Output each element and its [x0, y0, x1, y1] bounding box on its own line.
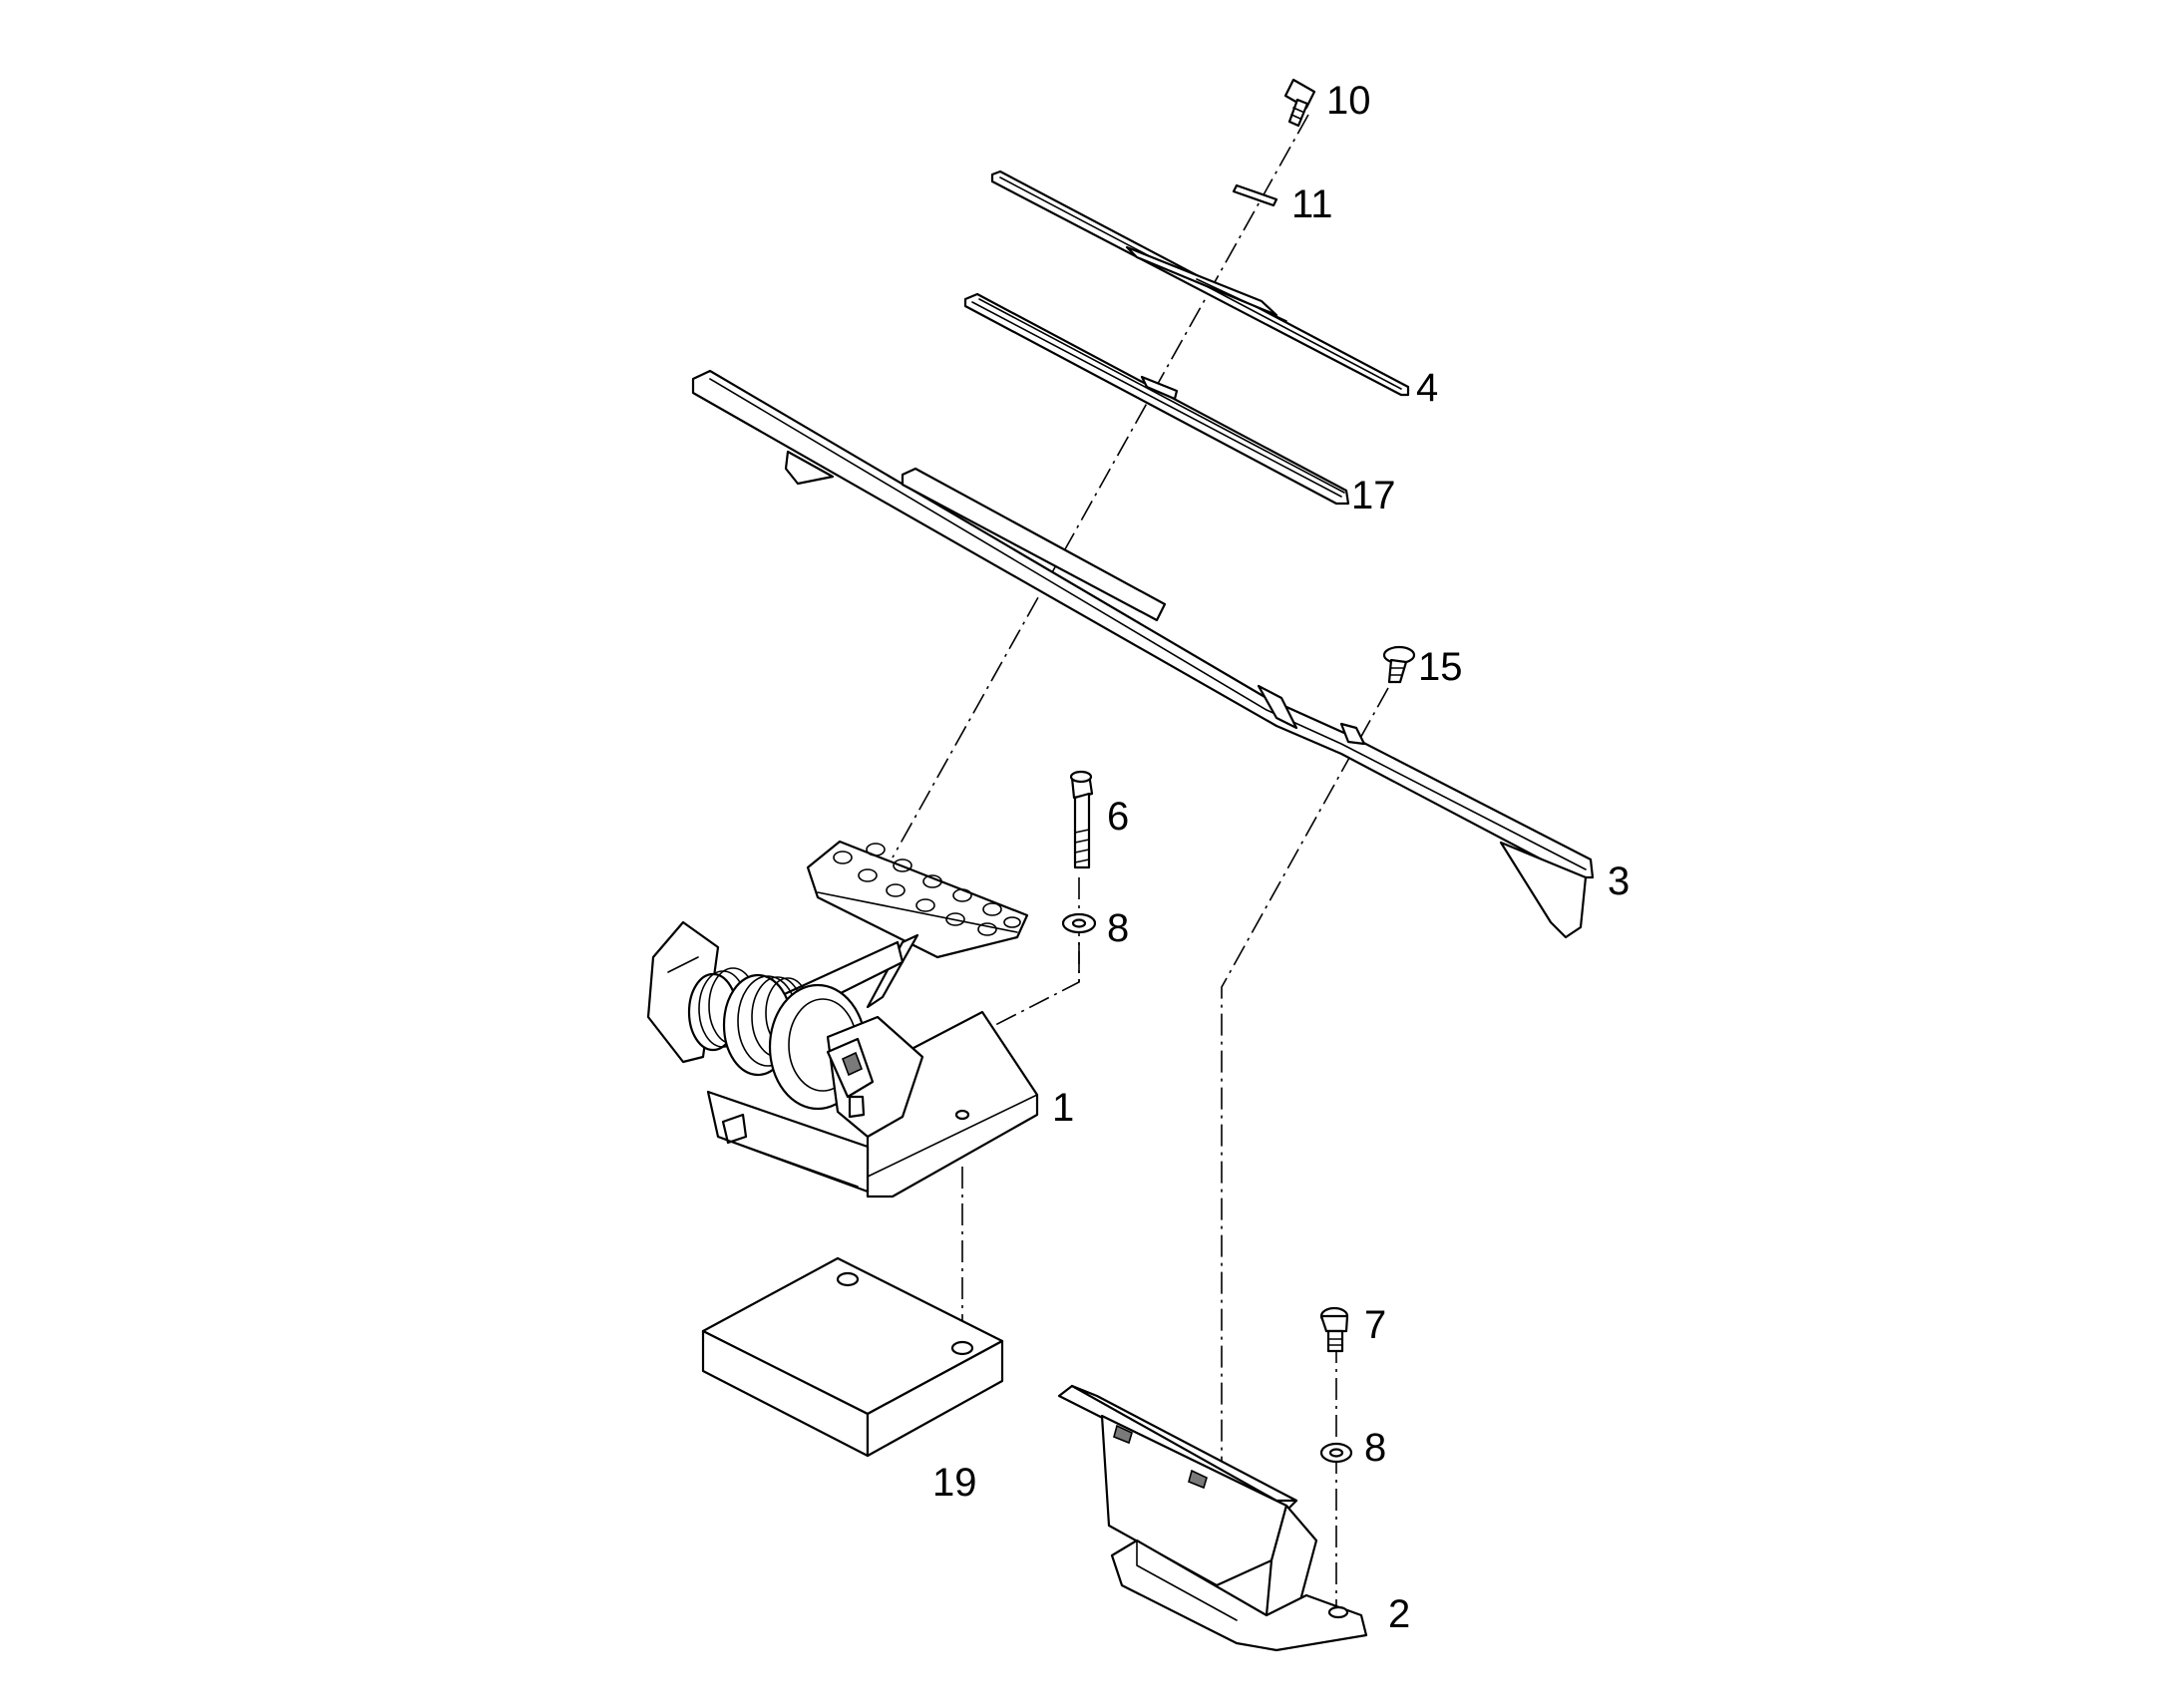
- callout-11: 11: [1291, 182, 1333, 226]
- callout-19: 19: [932, 1461, 977, 1505]
- callout-3: 3: [1608, 859, 1630, 903]
- callout-6: 6: [1107, 795, 1129, 839]
- part-15-screw: [1382, 645, 1416, 684]
- axis-line-upper: [892, 114, 1309, 858]
- part-19-pad: [701, 1256, 1004, 1458]
- callout-17: 17: [1351, 474, 1396, 517]
- pedal-grip-holes: [833, 843, 1021, 936]
- part-17-wiper-blade: [963, 292, 1350, 506]
- callout-1: 1: [1052, 1086, 1074, 1130]
- callout-2: 2: [1388, 1592, 1410, 1636]
- part-2-mounting-bracket: [1057, 1384, 1368, 1652]
- part-11-washer: [1232, 183, 1278, 207]
- part-8-washer-lower: [1319, 1442, 1353, 1464]
- part-7-bolt: [1319, 1306, 1349, 1353]
- axis-line-screw-15-to-bracket: [1221, 687, 1389, 1466]
- part-1-pedal-assembly: [646, 840, 1039, 1198]
- callout-8-lower: 8: [1364, 1426, 1386, 1470]
- callout-10: 10: [1326, 79, 1371, 123]
- callout-15: 15: [1418, 645, 1463, 689]
- callout-8-upper: 8: [1107, 906, 1129, 950]
- callout-7: 7: [1364, 1303, 1386, 1347]
- callout-labels: 10 11 4 17 15 3 6 8 1 7 8 19 2: [932, 79, 1630, 1636]
- part-3-mount-arm: [691, 369, 1595, 939]
- callout-4: 4: [1416, 366, 1438, 410]
- part-4-wiper-arm: [990, 170, 1410, 397]
- part-8-washer-upper: [1061, 912, 1097, 934]
- part-6-bolt: [1069, 770, 1094, 869]
- part-10-screw: [1283, 78, 1316, 128]
